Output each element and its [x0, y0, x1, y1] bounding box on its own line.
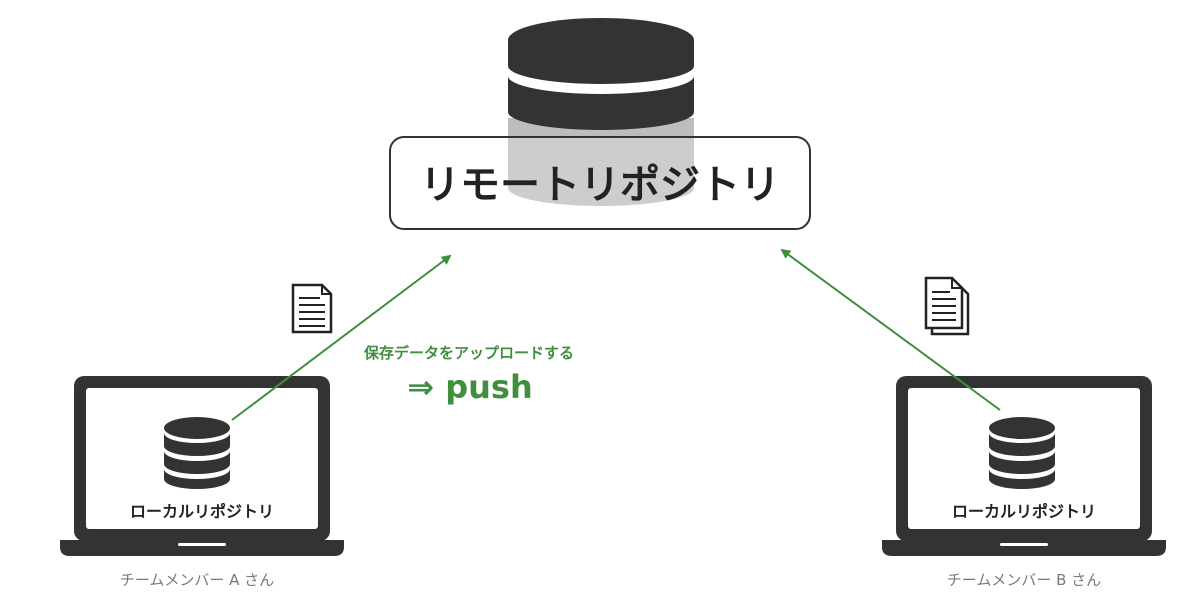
- local-database-icon-b: [989, 417, 1055, 489]
- laptop-a: ローカルリポジトリ: [60, 376, 344, 556]
- remote-repository-box: リモートリポジトリ: [389, 136, 811, 230]
- push-caption: 保存データをアップロードする: [363, 344, 574, 362]
- push-arrow-b: [780, 248, 1001, 411]
- document-icon: [291, 283, 333, 334]
- remote-database-icon: [508, 18, 694, 206]
- push-label: ⇒ push: [407, 368, 532, 406]
- documents-icon: [924, 276, 970, 336]
- member-a-label: チームメンバー A さん: [120, 571, 274, 589]
- remote-repository-label: リモートリポジトリ: [420, 162, 780, 208]
- local-repository-label-b: ローカルリポジトリ: [952, 502, 1096, 521]
- local-database-icon-a: [164, 417, 230, 489]
- laptop-icon: [60, 376, 344, 556]
- member-b-label: チームメンバー B さん: [947, 571, 1101, 589]
- local-repository-label-a: ローカルリポジトリ: [130, 502, 274, 521]
- laptop-icon: [882, 376, 1166, 556]
- push-arrow-a: [231, 254, 452, 421]
- laptop-b: ローカルリポジトリ: [882, 376, 1166, 556]
